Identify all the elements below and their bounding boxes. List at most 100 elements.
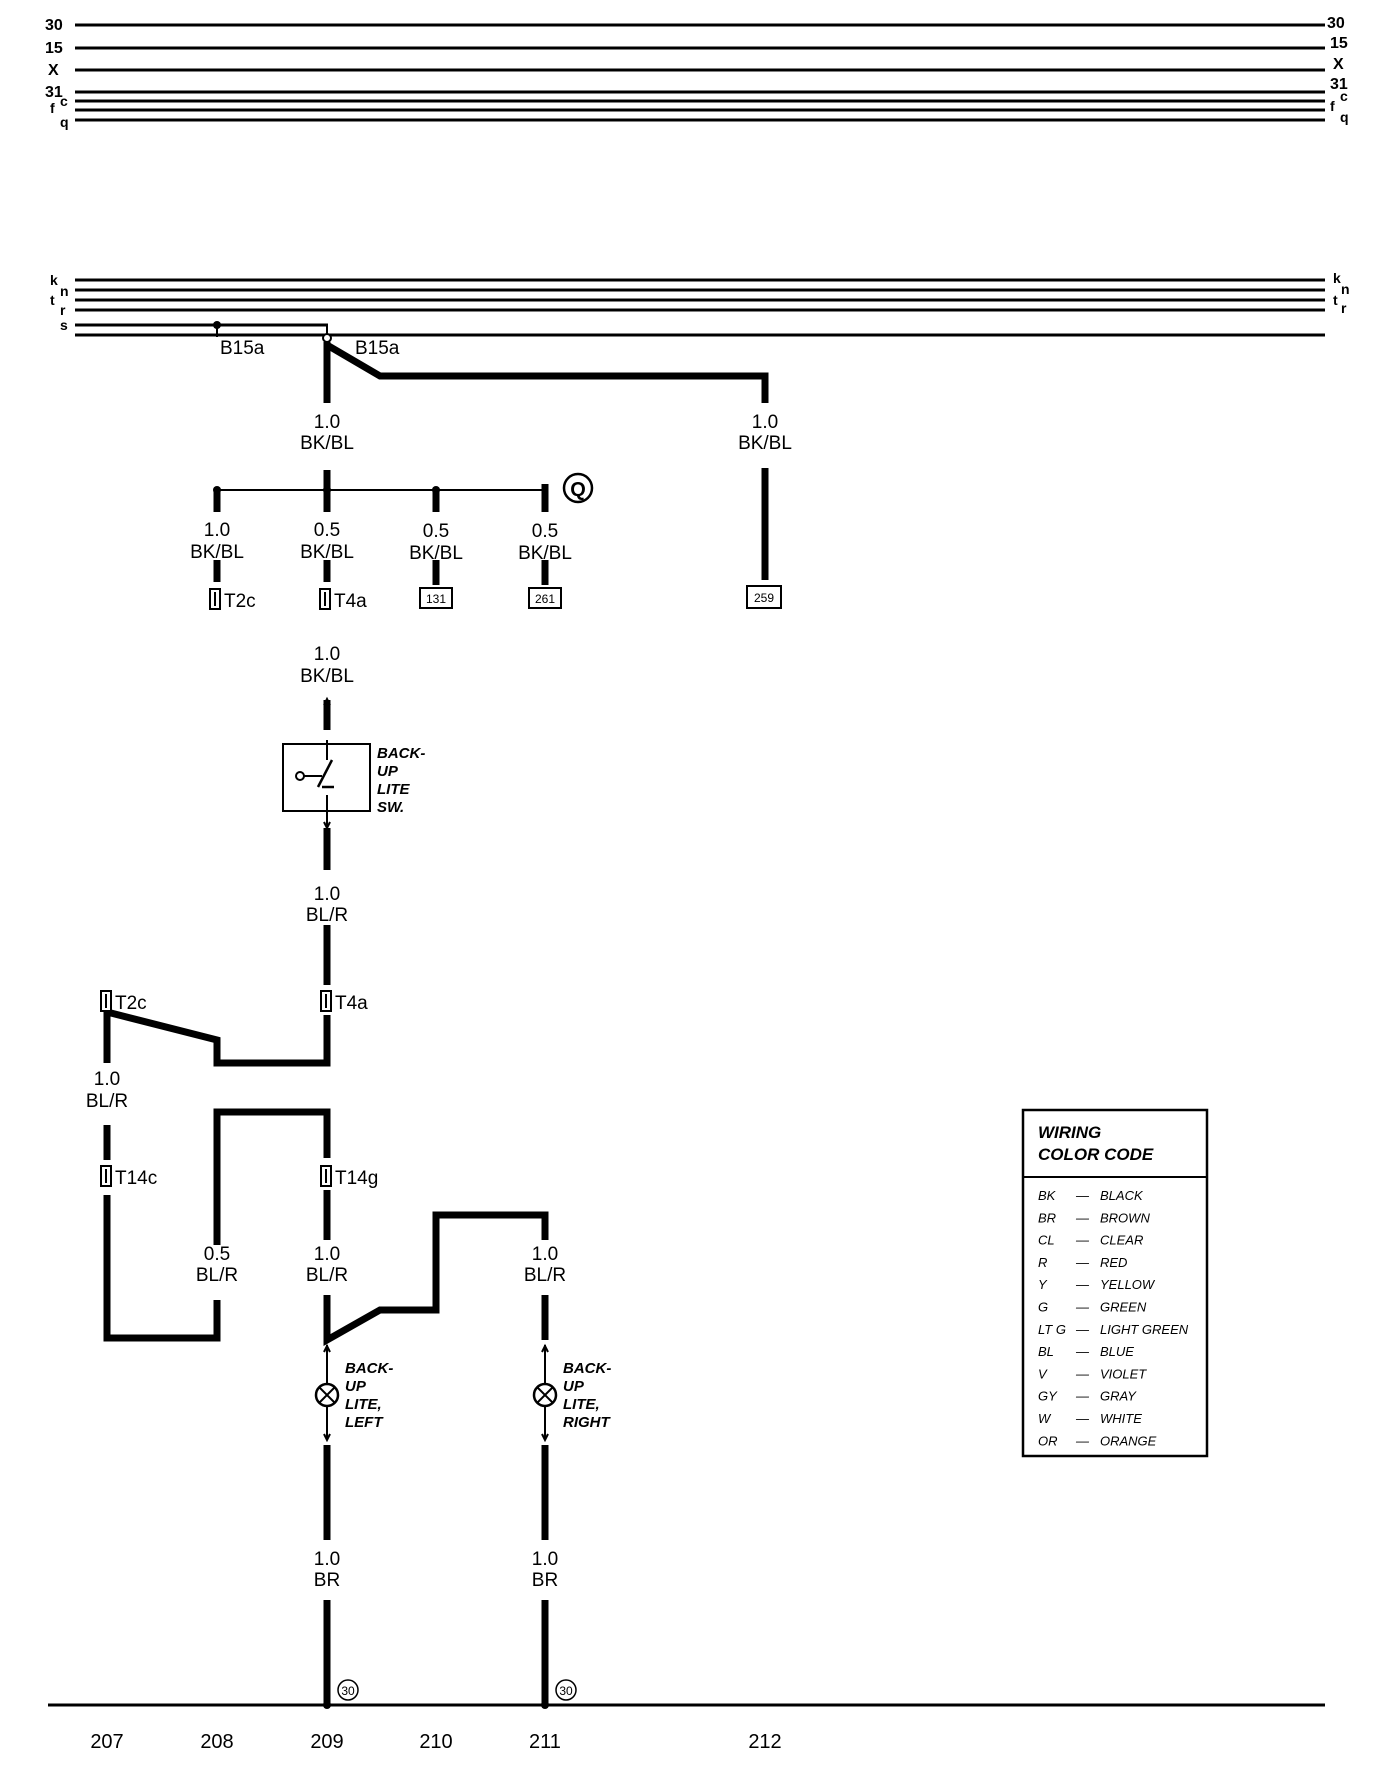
legend-color-name: LIGHT GREEN xyxy=(1100,1322,1189,1337)
wire-color-branch-1: BK/BL xyxy=(190,542,244,563)
legend-color-name: BLUE xyxy=(1100,1344,1134,1359)
legend-dash: — xyxy=(1075,1255,1090,1270)
legend-dash: — xyxy=(1075,1433,1090,1448)
ref-box-259: 259 xyxy=(746,585,782,609)
ref-box-131-label: 131 xyxy=(426,592,446,606)
legend-dash: — xyxy=(1075,1411,1090,1426)
legend-code: GY xyxy=(1038,1389,1058,1404)
connector-t2c-top-label: T2c xyxy=(224,591,256,612)
lamp-left-label-2: UP xyxy=(345,1378,367,1395)
mid-bus-group: k n t r s k n t r xyxy=(50,270,1350,337)
legend-dash: — xyxy=(1075,1300,1090,1315)
wire-color-from-switch: BL/R xyxy=(306,905,348,926)
lamp-left-label-1: BACK- xyxy=(345,1360,393,1377)
bus-label-r-left: r xyxy=(60,302,66,318)
bus-label-x-left: X xyxy=(48,62,59,79)
bus-label-c-right: c xyxy=(1340,88,1348,104)
legend-color-name: CLEAR xyxy=(1100,1233,1143,1248)
wire-color-lamp-left-out: BR xyxy=(314,1570,340,1591)
connector-group: T2c T4a T2c T4a T14c T14g xyxy=(100,588,378,1189)
splice-group: B15a B15a xyxy=(213,321,400,359)
wire-size-loop: 0.5 xyxy=(204,1244,230,1265)
column-number-212: 212 xyxy=(748,1731,781,1753)
wire-size-from-switch: 1.0 xyxy=(314,884,340,905)
column-number-211: 211 xyxy=(529,1731,561,1753)
legend-rows: BK—BLACKBR—BROWNCL—CLEARR—REDY—YELLOWG—G… xyxy=(1038,1188,1189,1448)
bus-label-s-left: s xyxy=(60,317,68,333)
bus-label-30-right: 30 xyxy=(1327,15,1345,32)
connector-t2c-mid: T2c xyxy=(100,990,147,1014)
bus-label-q-left: q xyxy=(60,114,69,130)
legend-color-name: GRAY xyxy=(1100,1389,1137,1404)
bus-label-n-left: n xyxy=(60,283,69,299)
legend-dash: — xyxy=(1075,1233,1090,1248)
wire-size-259: 1.0 xyxy=(752,412,778,433)
lamp-right-label-3: LITE, xyxy=(563,1396,600,1413)
wire-jog-t2c xyxy=(103,1007,331,1067)
legend-dash: — xyxy=(1075,1188,1090,1203)
connector-t4a-mid: T4a xyxy=(320,990,368,1014)
switch-label-line-2: UP xyxy=(377,763,399,780)
connector-t14c-label: T14c xyxy=(115,1168,157,1189)
wire-color-lamp-left-in: BL/R xyxy=(306,1265,348,1286)
connector-t14g-label: T14g xyxy=(335,1168,378,1189)
wire-color-left-col: BL/R xyxy=(86,1091,128,1112)
connector-t4a-top: T4a xyxy=(319,588,367,612)
legend-box xyxy=(1021,1108,1209,1458)
legend-dash: — xyxy=(1075,1277,1090,1292)
bus-label-15-right: 15 xyxy=(1330,35,1348,52)
legend-color-name: VIOLET xyxy=(1100,1366,1147,1381)
legend-dash: — xyxy=(1075,1322,1090,1337)
legend-code: BR xyxy=(1038,1210,1056,1225)
legend-title-line-1: WIRING xyxy=(1038,1123,1101,1142)
column-number-group: 207 208 209 210 211 212 xyxy=(90,1731,781,1753)
legend-code: W xyxy=(1038,1411,1052,1426)
top-bus-group: 30 15 X 31 f c q 30 15 X 31 f c q xyxy=(45,15,1349,130)
wire-color-branch-2: BK/BL xyxy=(300,542,354,563)
ground-marker-right-label: 30 xyxy=(559,1684,573,1698)
splice-label-right: B15a xyxy=(355,338,400,359)
wire-left-col-loop xyxy=(103,1195,221,1342)
bus-label-t-right: t xyxy=(1333,292,1338,308)
backup-lite-right: BACK- UP LITE, RIGHT xyxy=(532,1343,612,1443)
lamp-right-label-1: BACK- xyxy=(563,1360,611,1377)
legend-code: BK xyxy=(1038,1188,1057,1203)
column-number-210: 210 xyxy=(419,1731,452,1753)
bus-label-n-right: n xyxy=(1341,281,1350,297)
wire-color-to-switch: BK/BL xyxy=(300,666,354,687)
legend-code: CL xyxy=(1038,1233,1055,1248)
bus-label-30-left: 30 xyxy=(45,17,63,34)
wire-size-lamp-right-out: 1.0 xyxy=(532,1549,558,1570)
ground-marker-left-label: 30 xyxy=(341,1684,355,1698)
wire-color-259: BK/BL xyxy=(738,433,792,454)
wire-feed-259-top xyxy=(325,341,769,403)
connector-t4a-mid-label: T4a xyxy=(335,993,368,1014)
switch-label-line-4: SW. xyxy=(377,799,404,816)
lamp-left-label-4: LEFT xyxy=(345,1414,384,1431)
wire-size-left-col: 1.0 xyxy=(94,1069,120,1090)
bus-label-k-right: k xyxy=(1333,270,1341,286)
connector-t2c-mid-label: T2c xyxy=(115,993,147,1014)
column-number-209: 209 xyxy=(310,1731,343,1753)
ref-box-259-label: 259 xyxy=(754,591,774,605)
wire-label-group: 1.0 BK/BL 1.0 BK/BL 1.0 BK/BL 0.5 BK/BL … xyxy=(86,412,792,1591)
switch-label-line-3: LITE xyxy=(377,781,410,798)
legend-code: G xyxy=(1038,1300,1048,1315)
ref-box-131: 131 xyxy=(419,587,453,609)
wire-color-lamp-right-in: BL/R xyxy=(524,1265,566,1286)
connector-t4a-top-label: T4a xyxy=(334,591,367,612)
wire-size-lamp-right-in: 1.0 xyxy=(532,1244,558,1265)
bus-label-t-left: t xyxy=(50,292,55,308)
legend-code: R xyxy=(1038,1255,1047,1270)
backup-lite-left: BACK- UP LITE, LEFT xyxy=(314,1343,393,1443)
ref-box-261-label: 261 xyxy=(535,592,555,606)
column-number-208: 208 xyxy=(200,1731,233,1753)
wire-size-lamp-left-out: 1.0 xyxy=(314,1549,340,1570)
legend-dash: — xyxy=(1075,1389,1090,1404)
splice-ring-right xyxy=(322,333,332,343)
wire-color-main: BK/BL xyxy=(300,433,354,454)
column-number-207: 207 xyxy=(90,1731,123,1753)
bus-label-31-right: 31 xyxy=(1330,76,1348,93)
wire-color-branch-3: BK/BL xyxy=(409,543,463,564)
wire-color-loop: BL/R xyxy=(196,1265,238,1286)
